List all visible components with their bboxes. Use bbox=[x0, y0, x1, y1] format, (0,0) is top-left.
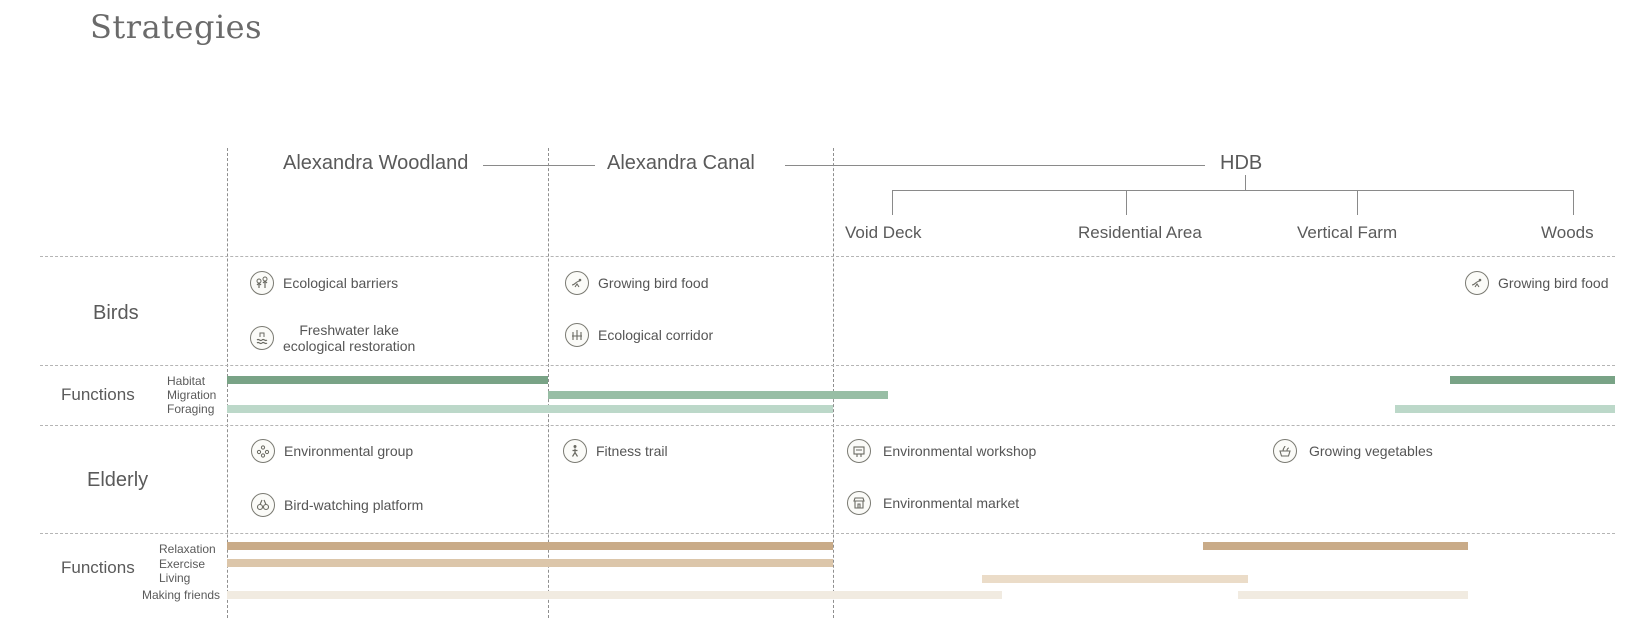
strategy-label: Environmental market bbox=[883, 495, 1020, 511]
strategy-label: Growing bird food bbox=[598, 275, 709, 291]
habitat-bar bbox=[227, 376, 548, 384]
function-foraging-label: Foraging bbox=[167, 402, 215, 416]
migration-bar bbox=[548, 391, 888, 399]
strategy-label-line: Freshwater lake bbox=[299, 322, 399, 338]
strategy-label: Freshwater lake ecological restoration bbox=[283, 322, 415, 354]
hdb-tree-stem bbox=[1245, 175, 1246, 190]
row-label-elderly: Elderly bbox=[87, 469, 149, 491]
strategy-label: Environmental group bbox=[284, 443, 414, 459]
strategy-environmental-market: Environmental market bbox=[847, 491, 1019, 515]
relaxation-bar bbox=[1203, 542, 1468, 550]
relaxation-bar bbox=[227, 542, 833, 550]
canal-divider bbox=[548, 148, 549, 618]
strategy-bird-watching-platform: Bird-watching platform bbox=[251, 493, 423, 517]
hdb-sub-vertical-farm: Vertical Farm bbox=[1297, 223, 1398, 242]
strategy-label: Fitness trail bbox=[596, 443, 668, 459]
hdb-tree-branch bbox=[892, 190, 893, 215]
row-label-bird-functions: Functions bbox=[61, 385, 135, 404]
birds-divider bbox=[40, 365, 1615, 366]
strategy-growing-vegetables: Growing vegetables bbox=[1273, 439, 1433, 463]
zone-connector bbox=[483, 165, 595, 166]
corridor-icon bbox=[565, 323, 589, 347]
elderly-divider bbox=[40, 533, 1615, 534]
strategy-environmental-workshop: Environmental workshop bbox=[847, 439, 1036, 463]
function-relaxation-label: Relaxation bbox=[159, 542, 216, 556]
row-label-elderly-functions: Functions bbox=[61, 558, 135, 577]
strategy-label: Growing bird food bbox=[1498, 275, 1609, 291]
bird-feed-icon bbox=[1465, 271, 1489, 295]
hdb-sub-woods: Woods bbox=[1541, 223, 1594, 242]
making-friends-bar bbox=[227, 591, 1002, 599]
function-exercise-label: Exercise bbox=[159, 557, 206, 571]
strategy-freshwater-lake: Freshwater lake ecological restoration bbox=[250, 322, 415, 354]
hdb-sub-void-deck: Void Deck bbox=[845, 223, 922, 242]
zone-woodland-label: Alexandra Woodland bbox=[283, 152, 469, 174]
tree-cluster-icon bbox=[250, 271, 274, 295]
binoculars-icon bbox=[251, 493, 275, 517]
strategy-label: Environmental workshop bbox=[883, 443, 1037, 459]
exercise-bar bbox=[227, 559, 833, 567]
row-label-birds: Birds bbox=[93, 302, 139, 324]
living-bar bbox=[982, 575, 1248, 583]
strategy-woods-growing-bird-food: Growing bird food bbox=[1465, 271, 1609, 295]
strategy-canal-growing-bird-food: Growing bird food bbox=[565, 271, 709, 295]
making-friends-bar bbox=[1238, 591, 1468, 599]
function-living-label: Living bbox=[159, 571, 191, 585]
function-habitat-label: Habitat bbox=[167, 374, 206, 388]
strategy-label: Ecological barriers bbox=[283, 275, 399, 291]
strategy-label: Growing vegetables bbox=[1309, 443, 1433, 459]
lake-icon bbox=[250, 326, 274, 350]
header-divider bbox=[40, 256, 1615, 257]
workshop-icon bbox=[847, 439, 871, 463]
zone-canal-label: Alexandra Canal bbox=[607, 152, 755, 174]
market-stall-icon bbox=[847, 491, 871, 515]
hdb-tree-branch bbox=[1126, 190, 1127, 215]
strategy-ecological-barriers: Ecological barriers bbox=[250, 271, 398, 295]
foraging-bar bbox=[227, 405, 833, 413]
habitat-bar bbox=[1450, 376, 1615, 384]
hdb-divider bbox=[833, 148, 834, 618]
strategy-label: Bird-watching platform bbox=[284, 497, 424, 513]
strategy-ecological-corridor: Ecological corridor bbox=[565, 323, 713, 347]
zone-hdb-label: HDB bbox=[1220, 152, 1263, 174]
function-making-friends-label: Making friends bbox=[142, 588, 221, 602]
hdb-sub-residential-area: Residential Area bbox=[1078, 223, 1202, 242]
bird-functions-divider bbox=[40, 425, 1615, 426]
strategy-label: Ecological corridor bbox=[598, 327, 714, 343]
page-title: Strategies bbox=[90, 8, 263, 46]
strategy-label-line: ecological restoration bbox=[283, 338, 416, 354]
hdb-tree-branch bbox=[1357, 190, 1358, 215]
hdb-tree-branch bbox=[1573, 190, 1574, 215]
foraging-bar bbox=[1395, 405, 1615, 413]
walker-icon bbox=[563, 439, 587, 463]
group-icon bbox=[251, 439, 275, 463]
function-migration-label: Migration bbox=[167, 388, 217, 402]
strategy-environmental-group: Environmental group bbox=[251, 439, 413, 463]
strategy-fitness-trail: Fitness trail bbox=[563, 439, 668, 463]
zone-connector bbox=[785, 165, 1205, 166]
vegetable-basket-icon bbox=[1273, 439, 1297, 463]
hdb-tree-bar bbox=[892, 190, 1574, 191]
bird-feed-icon bbox=[565, 271, 589, 295]
